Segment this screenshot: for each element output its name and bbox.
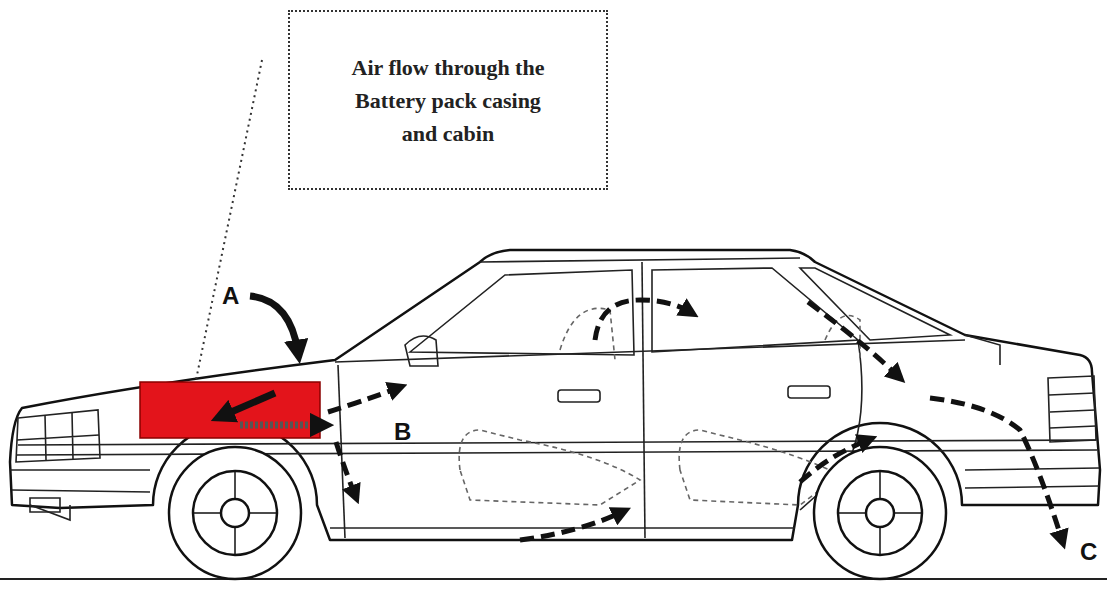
callout-letter-holder: B — [394, 420, 411, 444]
callout-text: Air flow through the Battery pack casing… — [346, 51, 551, 150]
ground-line — [0, 578, 1107, 580]
airflow-arrow — [222, 393, 275, 416]
callout-box: Air flow through the Battery pack casing… — [288, 10, 608, 190]
wheel-spokes — [193, 471, 922, 555]
callout-letter: C — [1080, 540, 1097, 564]
airflow-path — [328, 300, 1062, 540]
callout-letter: A — [222, 284, 239, 308]
callout-letter-holder: A — [222, 284, 239, 308]
callout-letter-holder: C — [1080, 540, 1097, 564]
airflow-arrow — [240, 422, 322, 429]
leader-line — [196, 60, 262, 380]
battery-pack — [140, 382, 320, 438]
callout-letter: B — [394, 420, 411, 444]
inlet-arrow — [250, 296, 298, 352]
wheel — [169, 447, 946, 579]
